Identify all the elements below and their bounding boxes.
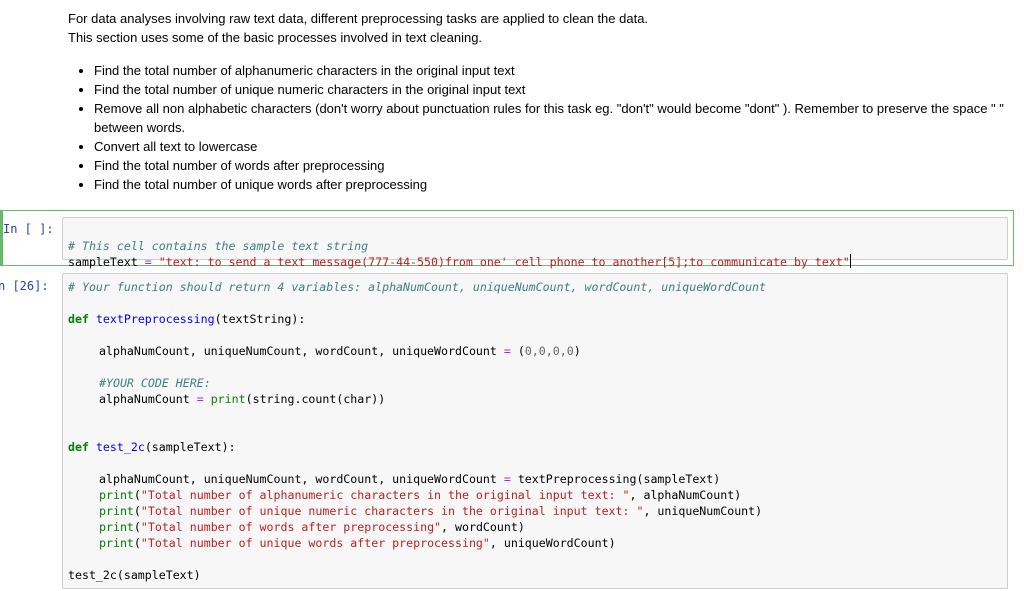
code-string: "Total number of unique words after prep… (140, 536, 490, 550)
code-line[interactable]: def test_2c(sampleText): (68, 439, 236, 455)
code-line[interactable]: print("Total number of unique words afte… (99, 535, 616, 551)
list-item: Find the total number of alphanumeric ch… (94, 61, 1008, 80)
code-variable: alphaNumCount, uniqueNumCount, wordCount… (99, 472, 497, 486)
code-args: (string.count(char)) (245, 392, 386, 406)
code-comment: #YOUR CODE HERE: (99, 376, 211, 390)
code-variable: alphaNumCount (99, 392, 190, 406)
code-line[interactable]: alphaNumCount, uniqueNumCount, wordCount… (99, 471, 720, 487)
code-args: , alphaNumCount) (629, 488, 742, 502)
code-line[interactable]: def textPreprocessing(textString): (68, 311, 305, 327)
code-paren: ( (133, 504, 141, 518)
code-paren: ( (517, 344, 525, 358)
code-variable: sampleText (68, 255, 138, 269)
code-paren: ( (133, 488, 141, 502)
code-comment: # This cell contains the sample text str… (68, 239, 369, 253)
intro-line-2: This section uses some of the basic proc… (68, 30, 483, 45)
code-string: "Total number of alphanumeric characters… (140, 488, 630, 502)
code-line[interactable]: alphaNumCount = print(string.count(char)… (99, 391, 385, 407)
code-operator: = (503, 472, 511, 486)
code-call: textPreprocessing(sampleText) (517, 472, 721, 486)
code-operator: = (144, 255, 152, 269)
code-function-name: textPreprocessing (95, 312, 215, 326)
code-builtin: print (99, 520, 134, 534)
code-line[interactable]: #YOUR CODE HERE: (99, 375, 211, 391)
list-item: Find the total number of words after pre… (94, 156, 1008, 175)
list-item: Find the total number of unique words af… (94, 175, 1008, 194)
code-line[interactable]: print("Total number of alphanumeric char… (99, 487, 741, 503)
intro-line-1: For data analyses involving raw text dat… (68, 11, 649, 26)
code-args: (sampleText): (144, 440, 236, 454)
task-list: Find the total number of alphanumeric ch… (68, 61, 1008, 194)
code-string: "text: to send a text message(777-44-550… (158, 255, 850, 269)
code-line[interactable]: print("Total number of words after prepr… (99, 519, 525, 535)
code-line[interactable]: print("Total number of unique numeric ch… (99, 503, 762, 519)
code-input-area[interactable] (62, 217, 1008, 260)
list-item: Convert all text to lowercase (94, 137, 1008, 156)
code-args: , uniqueWordCount) (489, 536, 616, 550)
list-item: Find the total number of unique numeric … (94, 80, 1008, 99)
code-keyword: def (68, 440, 89, 454)
code-string: "Total number of unique numeric characte… (140, 504, 644, 518)
code-number: 0,0,0,0 (524, 344, 574, 358)
list-item: Remove all non alphabetic characters (do… (94, 99, 1008, 137)
code-builtin: print (99, 488, 134, 502)
code-args: , wordCount) (441, 520, 525, 534)
code-comment: # Your function should return 4 variable… (68, 280, 767, 294)
code-line[interactable]: # Your function should return 4 variable… (68, 279, 766, 295)
code-operator: = (196, 392, 204, 406)
code-line[interactable]: alphaNumCount, uniqueNumCount, wordCount… (99, 343, 581, 359)
code-args: (textString): (214, 312, 306, 326)
code-args: , uniqueNumCount) (643, 504, 763, 518)
code-variable: alphaNumCount, uniqueNumCount, wordCount… (99, 344, 497, 358)
cell-prompt: n [26]: (0, 279, 49, 293)
code-function-name: test_2c (95, 440, 145, 454)
code-builtin: print (99, 536, 134, 550)
code-operator: = (503, 344, 511, 358)
code-string: "Total number of words after preprocessi… (140, 520, 442, 534)
markdown-cell[interactable]: For data analyses involving raw text dat… (68, 9, 1008, 194)
code-paren: ( (133, 520, 141, 534)
text-cursor (849, 254, 851, 268)
code-keyword: def (68, 312, 89, 326)
code-paren: ) (573, 344, 581, 358)
code-line[interactable]: test_2c(sampleText) (68, 567, 201, 583)
code-builtin: print (210, 392, 246, 406)
code-builtin: print (99, 504, 134, 518)
cell-prompt: In [ ]: (3, 222, 54, 236)
code-editor[interactable]: # This cell contains the sample text str… (68, 222, 851, 270)
code-call: test_2c(sampleText) (68, 568, 201, 582)
code-paren: ( (133, 536, 141, 550)
code-input-area[interactable] (62, 273, 1008, 589)
